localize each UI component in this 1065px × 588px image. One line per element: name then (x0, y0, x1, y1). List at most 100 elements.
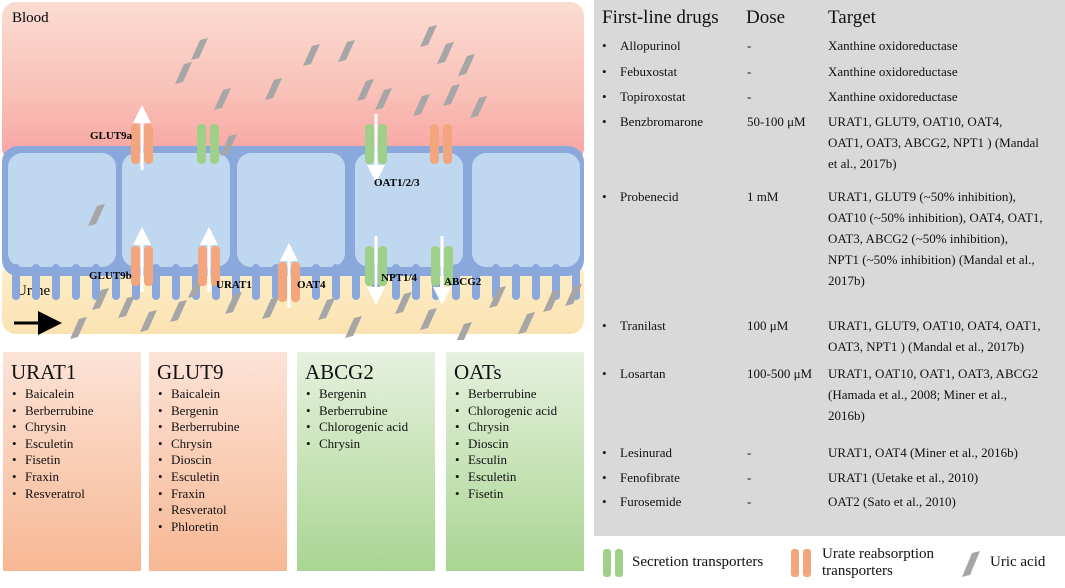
glut9b-transporter (131, 227, 153, 292)
drug-dose: - (747, 445, 752, 460)
header-drugs: First-line drugs (602, 7, 719, 28)
uric-acid-particle (214, 88, 231, 110)
drug-dose: 1 mM (747, 189, 779, 204)
legend-reabsorption-label: Urate reabsorption transporters (822, 546, 934, 580)
uric-acid-particle (220, 134, 237, 156)
uric-acid-particle (489, 286, 506, 308)
microvillus (252, 264, 260, 300)
label-glut9b: GLUT9b (89, 270, 132, 282)
transporter-subunit (131, 124, 140, 164)
epithelial-cell (472, 153, 580, 267)
card-title: URAT1 (11, 360, 77, 384)
uric-acid-particle (175, 62, 192, 84)
drug-name: Tranilast (620, 318, 666, 333)
microvillus (232, 264, 240, 300)
basolateral-secretion-transporter (197, 124, 219, 164)
label-oat4: OAT4 (297, 279, 326, 291)
transporter-subunit (131, 246, 140, 286)
uric-acid-particle (565, 284, 582, 306)
uric-acid-particle (191, 38, 208, 60)
drug-name: Losartan (620, 366, 666, 381)
list-item: Fraxin (157, 486, 279, 503)
target-line: 2016b) (828, 408, 865, 423)
card-glut9: GLUT9 Baicalein Bergenin Berberrubine Ch… (149, 352, 287, 571)
oat123-transporter (365, 114, 387, 183)
list-item: Chlorogenic acid (454, 403, 576, 420)
transporter-subunit (198, 246, 207, 286)
drug-dose: - (747, 470, 752, 485)
target-line: URAT1, GLUT9 (~50% inhibition), (828, 189, 1016, 204)
card-abcg2: ABCG2 Bergenin Berberrubine Chlorogenic … (297, 352, 435, 571)
uric-acid-particle (456, 322, 472, 340)
list-item: Dioscin (157, 452, 279, 469)
uric-acid-particle (338, 40, 355, 62)
target-line: et al., 2017b) (828, 156, 897, 171)
epithelial-cell (8, 153, 116, 267)
drug-dose: - (747, 89, 752, 104)
list-item: Fraxin (11, 469, 133, 486)
list-item: Baicalein (11, 386, 133, 403)
list-item: Bergenin (305, 386, 427, 403)
list-item: Berberrubine (157, 419, 279, 436)
uric-acid-icon (962, 551, 980, 577)
target-line: Xanthine oxidoreductase (828, 64, 958, 79)
uric-acid-particle (265, 78, 282, 100)
list-item: Resveratrol (11, 486, 133, 503)
transporter-subunit (144, 124, 153, 164)
blood-label: Blood (12, 10, 49, 26)
uric-acid-particle (443, 84, 460, 106)
microvillus (452, 264, 460, 300)
microvillus (472, 264, 480, 300)
drug-name: Furosemide (620, 494, 682, 509)
transporter-subunit (291, 262, 300, 302)
uric-acid-particle (420, 308, 437, 330)
compound-list: Baicalein Bergenin Berberrubine Chrysin … (157, 386, 279, 535)
target-line: URAT1, OAT10, OAT1, OAT3, ABCG2 (828, 366, 1039, 381)
uric-acid-particle (70, 317, 87, 339)
secretion-transporter-icon (603, 549, 623, 577)
list-item: Esculetin (157, 469, 279, 486)
uric-acid-particle (303, 44, 320, 66)
list-item: Chrysin (454, 419, 576, 436)
list-item: Esculin (454, 452, 576, 469)
microvillus (332, 264, 340, 300)
target-line: OAT10 (~50% inhibition), OAT4, OAT1, (828, 210, 1043, 225)
microvillus (72, 264, 80, 300)
uric-acid-particle (170, 300, 187, 322)
label-oat123: OAT1/2/3 (374, 177, 420, 189)
uric-acid-particle (345, 316, 362, 338)
drug-name: Benzbromarone (620, 114, 704, 129)
label-urat1: URAT1 (216, 279, 252, 291)
urat1-transporter (198, 227, 220, 292)
target-line: URAT1 (Uetake et al., 2010) (828, 470, 979, 485)
first-line-drugs-table: First-line drugs Dose Target Allopurinol… (594, 0, 1065, 536)
list-item: Dioscin (454, 436, 576, 453)
kidney-tubule-diagram: Blood Urine GLUT9a OAT1/2/3 GLUT9b URAT1… (2, 2, 584, 340)
drug-dose: 100 μM (747, 318, 789, 333)
drug-name: Allopurinol (620, 38, 681, 53)
uric-acid-particle (88, 204, 105, 226)
drug-dose: 100-500 μM (747, 366, 813, 381)
transporter-subunit (444, 246, 453, 286)
transporter-subunit (430, 124, 439, 164)
drug-dose: - (747, 64, 752, 79)
drug-dose: - (747, 494, 752, 509)
microvillus (412, 264, 420, 300)
npt14-transporter (365, 236, 387, 305)
microvillus (352, 264, 360, 300)
transporter-subunit (378, 246, 387, 286)
list-item: Chrysin (157, 436, 279, 453)
uric-acid-particle (262, 297, 279, 319)
drug-name: Lesinurad (620, 445, 672, 460)
legend: Secretion transporters Urate reabsorptio… (594, 536, 1065, 588)
list-item: Fisetin (454, 486, 576, 503)
microvillus (92, 264, 100, 300)
drug-name: Febuxostat (620, 64, 678, 79)
target-line: URAT1, GLUT9, OAT10, OAT4, (828, 114, 1003, 129)
target-line: 2017b) (828, 273, 865, 288)
transporter-subunit (211, 246, 220, 286)
target-line: OAT3, ABCG2 (~50% inhibition), (828, 231, 1009, 246)
target-line: OAT1, OAT3, ABCG2, NPT1 ) (Mandal (828, 135, 1039, 150)
transporter-subunit (365, 124, 374, 164)
microvillus (52, 264, 60, 300)
